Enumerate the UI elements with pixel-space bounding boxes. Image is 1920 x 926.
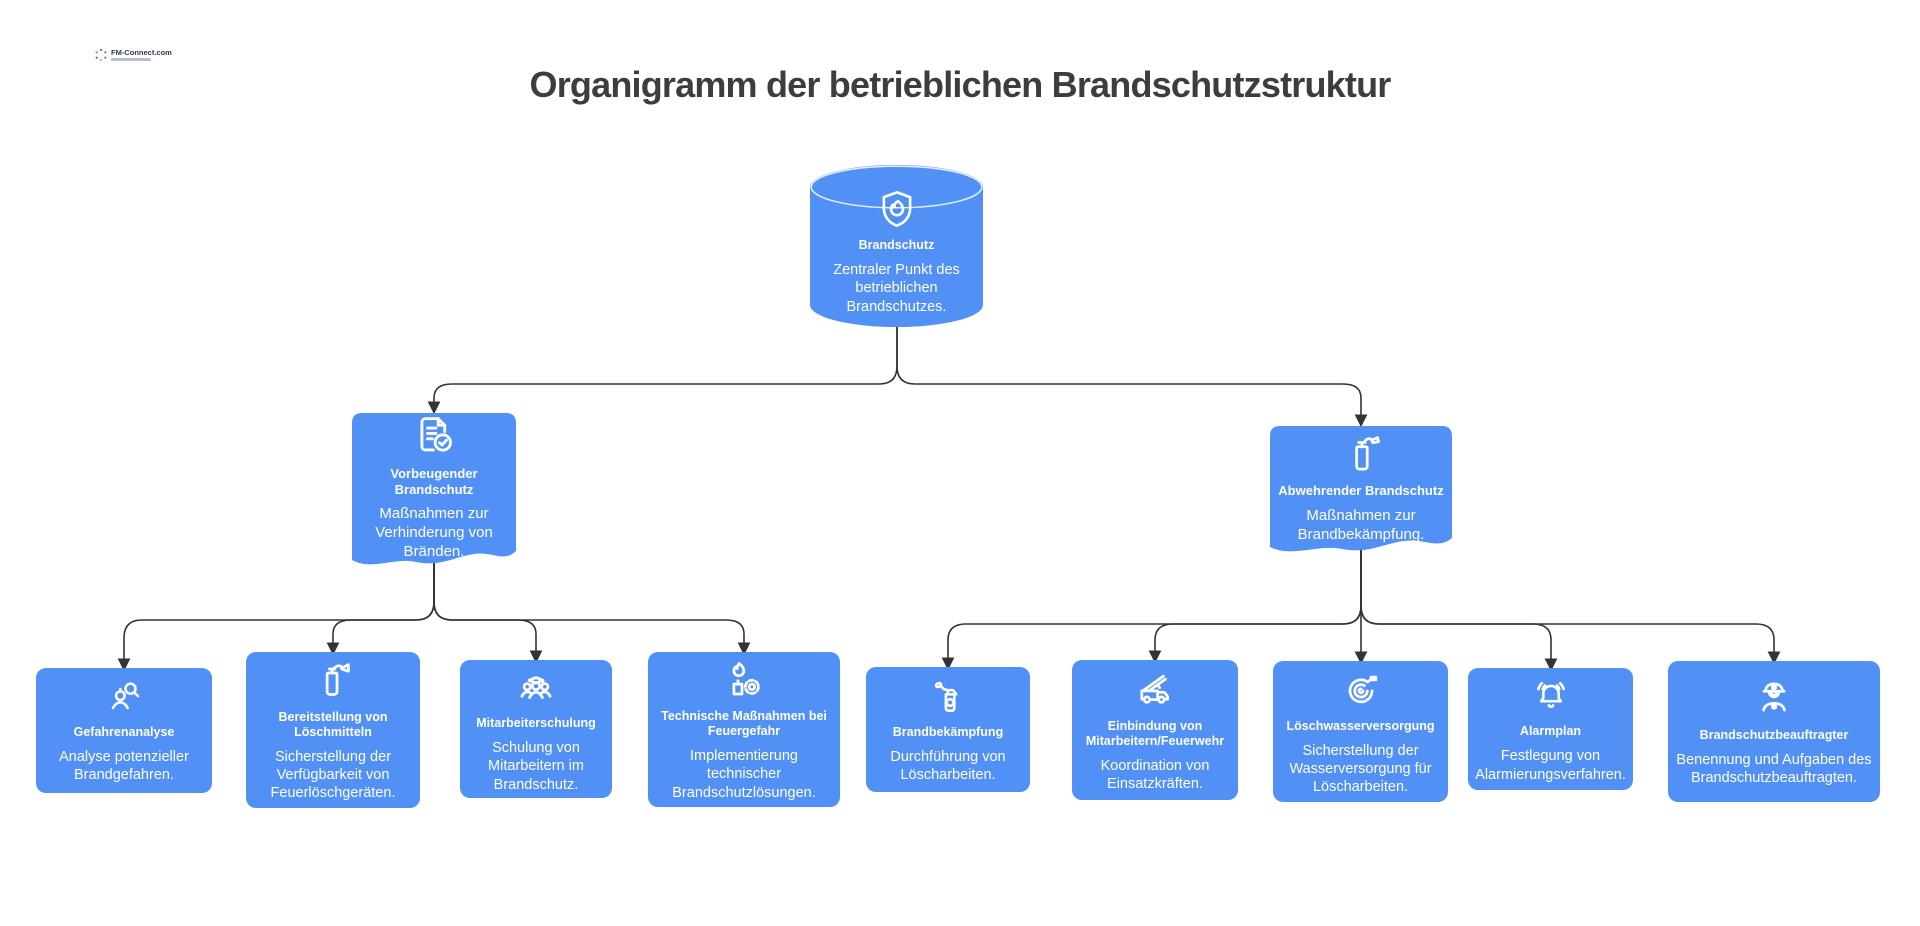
node-description: Maßnahmen zur Brandbekämpfung. [1297, 506, 1425, 543]
node-abwehrender-brandschutz: Abwehrender Brandschutz Maßnahmen zur Br… [1270, 426, 1452, 564]
wave-shape [1270, 426, 1452, 552]
fire-extinguisher-icon [1355, 436, 1380, 471]
node-title: Löschwasserversorgung [1286, 718, 1435, 733]
node-vorbeugender-brandschutz: Vorbeugender Brandschutz Maßnahmen zur V… [352, 413, 516, 577]
node-description: Sicherstellung der Verfügbarkeit von Feu… [270, 748, 396, 802]
node-description: Implementierung technischer Brandschutzl… [672, 748, 816, 801]
node-title: Brandschutzbeauftragter [1699, 727, 1849, 742]
node-description: Maßnahmen zur Verhinderung von Bränden. [375, 505, 493, 561]
node-description: Analyse potenzieller Brandgefahren. [59, 748, 189, 783]
node-brandschutzbeauftragter: Brandschutzbeauftragter Benennung und Au… [1668, 661, 1880, 802]
edge-root-vorbeugend [427, 318, 898, 415]
node-einbindung-feuerwehr: Einbindung von Mitarbeitern/Feuerwehr Ko… [1072, 660, 1238, 800]
logo-text: FM-Connect.com [111, 47, 172, 57]
node-technische-massnahmen: Technische Maßnahmen bei Feuergefahr Imp… [648, 652, 840, 807]
cylinder-shape [810, 165, 983, 327]
node-gefahrenanalyse: Gefahrenanalyse Analyse potenzieller Bra… [36, 668, 212, 793]
node-alarmplan: Alarmplan Festlegung von Alarmierungsver… [1468, 668, 1633, 790]
edge-vorbeugend-technisch [433, 556, 751, 656]
spray-flame-icon [934, 681, 958, 712]
node-title: Alarmplan [1519, 724, 1582, 739]
person-magnifier-icon [111, 682, 140, 709]
node-title: Abwehrender Brandschutz [1278, 483, 1444, 499]
node-description: Schulung von Mitarbeitern im Brandschutz… [488, 740, 584, 793]
node-title: Gefahrenanalyse [73, 724, 175, 739]
node-description: Zentraler Punkt des betrieblichen Brands… [833, 262, 960, 315]
node-bereitstellung-loeschmittel: Bereitstellung von Löschmitteln Sicherst… [246, 652, 420, 808]
document-check-icon [420, 417, 452, 452]
node-title: Einbindung von Mitarbeitern/Feuerwehr [1085, 718, 1225, 748]
node-description: Koordination von Einsatzkräften. [1100, 757, 1210, 792]
node-title: Mitarbeiterschulung [476, 716, 596, 731]
node-title: Brandschutz [858, 238, 935, 253]
logo-starburst-icon [95, 48, 107, 62]
shield-flame-icon [882, 191, 911, 228]
page-title: Organigramm der betrieblichen Brandschut… [529, 64, 1392, 105]
hose-coil-icon [1348, 675, 1377, 703]
node-brandbekaempfung: Brandbekämpfung Durchführung von Löschar… [866, 667, 1030, 792]
edge-vorbeugend-loeschmittel [326, 556, 435, 656]
node-title: Technische Maßnahmen bei Feuergefahr [661, 709, 827, 739]
edge-abwehrend-einbindung [1148, 546, 1362, 664]
firefighter-icon [1762, 682, 1786, 712]
people-graduation-icon [520, 676, 552, 700]
wave-shape [352, 413, 516, 565]
alert-bell-icon [1536, 682, 1565, 709]
node-description: Durchführung von Löscharbeiten. [890, 748, 1006, 783]
edge-root-abwehrend [896, 318, 1368, 428]
node-title: Brandbekämpfung [892, 724, 1004, 739]
node-description: Festlegung von Alarmierungsverfahren. [1475, 748, 1626, 783]
node-description: Sicherstellung der Wasserversorgung für … [1289, 742, 1432, 796]
flame-gear-icon [732, 662, 760, 696]
node-title: Vorbeugender Brandschutz [390, 466, 478, 497]
node-brandschutz: Brandschutz Zentraler Punkt des betriebl… [810, 165, 983, 327]
node-title: Bereitstellung von Löschmitteln [278, 709, 388, 739]
extinguisher-horn-icon [325, 662, 350, 696]
fire-truck-icon [1140, 674, 1170, 704]
node-mitarbeiterschulung: Mitarbeiterschulung Schulung von Mitarbe… [460, 660, 612, 798]
logo[interactable]: FM-Connect.com [94, 48, 172, 62]
node-loeschwasserversorgung: Löschwasserversorgung Sicherstellung der… [1273, 661, 1448, 802]
logo-tagline-blur [111, 58, 151, 62]
edge-abwehrend-beauftragter [1360, 546, 1781, 665]
node-description: Benennung und Aufgaben des Brandschutzbe… [1676, 751, 1872, 786]
